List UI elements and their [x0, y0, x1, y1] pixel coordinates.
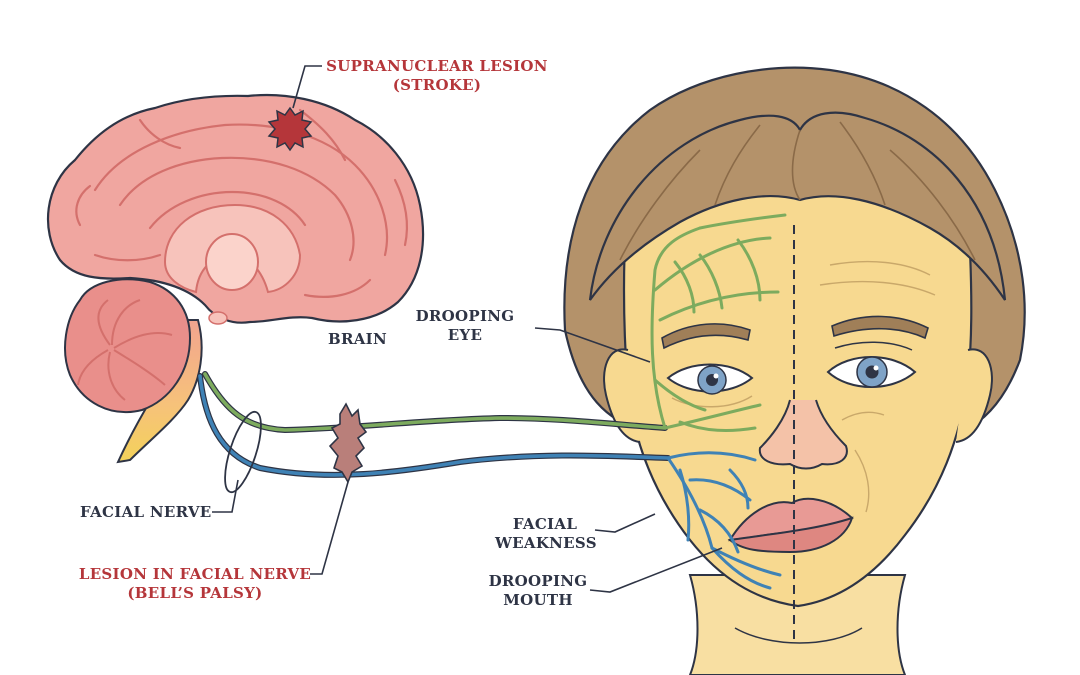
cheek-wrinkles	[841, 411, 885, 513]
bells-palsy-pointer	[310, 481, 349, 575]
bells-palsy-lesion-mark	[328, 402, 368, 484]
right-eyebrow	[831, 315, 929, 340]
right-eye	[826, 341, 917, 388]
face-illustration	[563, 66, 1026, 675]
label-pointers	[212, 327, 723, 593]
nerves	[197, 213, 787, 590]
facial-nerve-label: FACIAL NERVE	[80, 503, 212, 522]
neck-shadow	[734, 627, 863, 644]
facial-weakness-line1: FACIAL	[512, 515, 578, 533]
drooping-eye-line2: EYE	[447, 326, 483, 344]
neck	[688, 574, 907, 675]
lesion-facial-nerve-line2: (BELL’S PALSY)	[127, 584, 263, 602]
facial-nerve-bundle-ring	[224, 410, 262, 494]
lesion-facial-nerve-label: LESION IN FACIAL NERVE (BELL’S PALSY)	[70, 565, 320, 603]
drooping-mouth-label: DROOPING MOUTH	[488, 572, 588, 610]
drooping-mouth-pointer	[589, 547, 723, 593]
supranuclear-lesion-label: SUPRANUCLEAR LESION (STROKE)	[322, 57, 552, 95]
facial-weakness-pointer	[594, 513, 656, 533]
brain-label-text: BRAIN	[328, 330, 388, 348]
brain-label: BRAIN	[328, 330, 387, 349]
brain-illustration	[46, 65, 425, 464]
nose	[758, 399, 848, 470]
thalamus	[205, 233, 259, 291]
pineal-body	[208, 311, 228, 325]
facial-weakness-label: FACIAL WEAKNESS	[495, 515, 597, 553]
lesion-facial-nerve-line1: LESION IN FACIAL NERVE	[78, 565, 312, 583]
forehead-wrinkles	[819, 260, 936, 296]
facial-nerve-pointer	[212, 479, 239, 513]
green-nerve-branches	[650, 213, 787, 432]
left-ear	[603, 348, 641, 443]
cerebellum-folds	[77, 299, 173, 401]
drooping-eye-pointer	[534, 327, 651, 363]
supranuclear-lesion-line2: (STROKE)	[392, 76, 482, 94]
facial-weakness-line2: WEAKNESS	[495, 534, 597, 552]
supranuclear-lesion-line1: SUPRANUCLEAR LESION	[326, 57, 548, 75]
right-ear	[955, 348, 993, 443]
left-eye	[666, 363, 754, 408]
blue-nerve-branches	[666, 451, 782, 590]
supranuclear-lesion-pointer	[292, 65, 322, 109]
mouth-lower-lip	[727, 516, 854, 554]
drooping-mouth-line1: DROOPING	[488, 572, 588, 590]
facial-nerve-label-text: FACIAL NERVE	[80, 503, 212, 521]
drooping-eye-label: DROOPING EYE	[410, 307, 520, 345]
hair-strands	[619, 121, 976, 261]
drooping-mouth-line2: MOUTH	[503, 591, 573, 609]
drooping-eye-line1: DROOPING	[415, 307, 515, 325]
left-eyebrow	[661, 323, 751, 350]
stroke-lesion-mark	[267, 106, 313, 152]
